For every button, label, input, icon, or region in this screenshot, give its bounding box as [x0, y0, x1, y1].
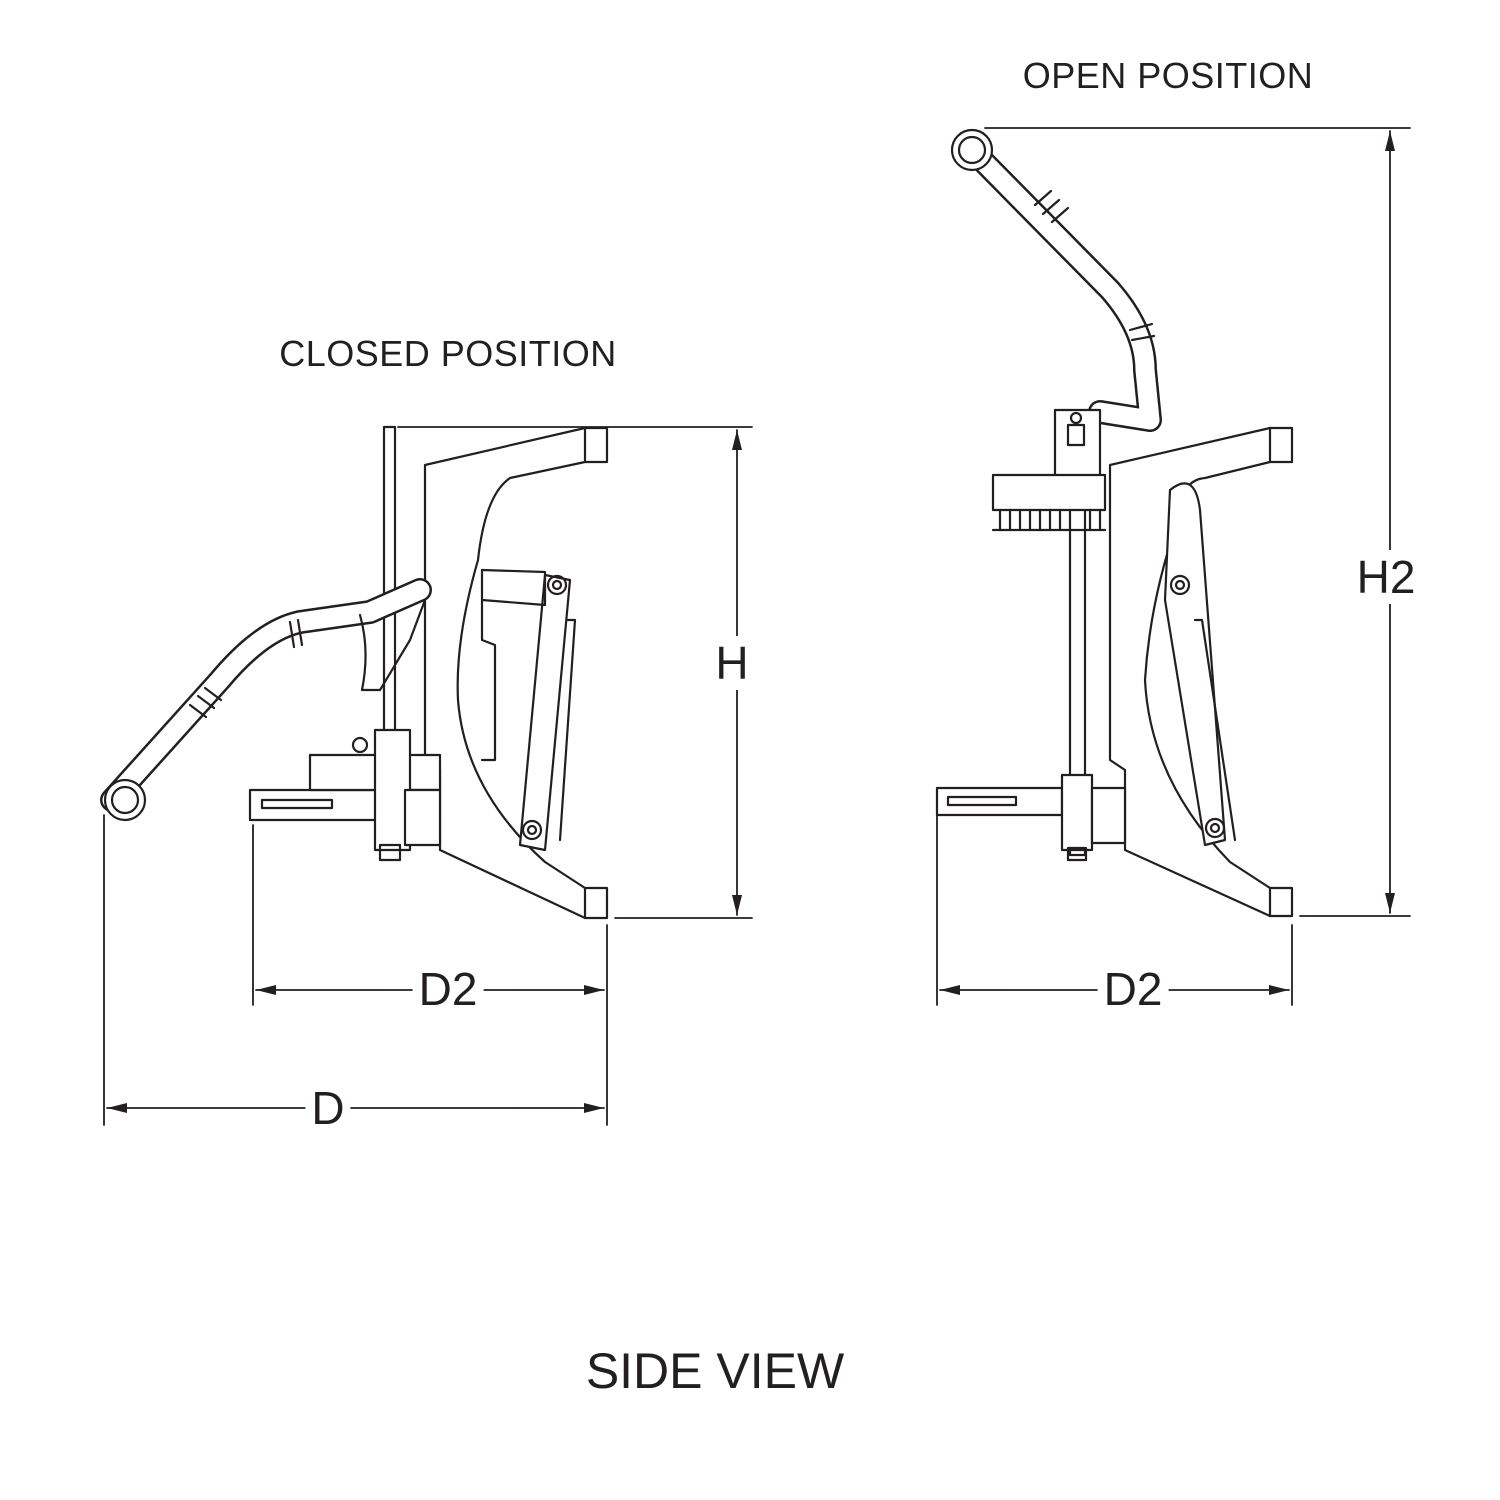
open-position-machine — [935, 128, 1294, 918]
open-position-label: OPEN POSITION — [1022, 55, 1314, 96]
closed-base-plate — [248, 788, 382, 822]
dimension-d-label: D — [305, 1081, 351, 1135]
open-comb-block — [991, 473, 1107, 512]
closed-position-machine — [100, 425, 609, 920]
side-view-title: SIDE VIEW — [585, 1343, 845, 1399]
closed-position-label: CLOSED POSITION — [279, 333, 617, 374]
open-base-plate — [935, 786, 1064, 817]
dimension-d2-closed-label: D2 — [412, 962, 484, 1016]
dimension-h2-label: H2 — [1350, 550, 1422, 604]
closed-frame — [423, 426, 609, 920]
open-link-arm — [1163, 482, 1227, 847]
dimension-d2-open-label: D2 — [1097, 962, 1169, 1016]
dimension-h-label: H — [709, 636, 755, 690]
